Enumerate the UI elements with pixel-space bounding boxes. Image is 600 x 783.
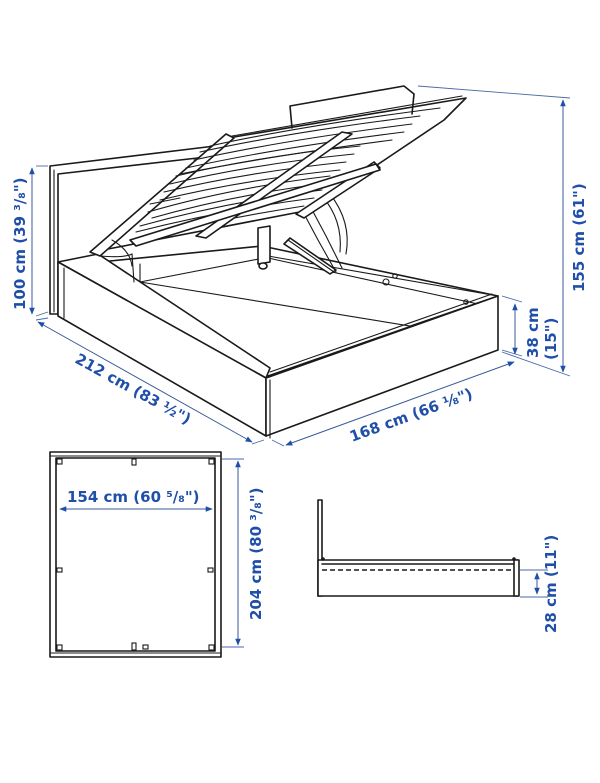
corner-brackets [56,458,215,651]
dimension-frame-height: 38 cm (15") [501,295,560,360]
total-height-label: 155 cm (61") [570,183,588,292]
dimension-storage-depth: 28 cm (11") [520,535,560,633]
dimension-headboard-height: 100 cm (39 ³/₈") [11,165,49,317]
center-support-leg [257,225,271,270]
top-view: 154 cm (60 ⁵/₈") 204 cm (80 ³/₈") [49,451,265,658]
dimension-total-height: 155 cm (61") [417,85,588,377]
dimension-inner-width: 154 cm (60 ⁵/₈") [59,488,213,512]
frame-height-label: 38 cm [524,307,542,358]
inner-length-label: 204 cm (80 ³/₈") [247,487,265,620]
gas-lift-mechanism [283,193,348,275]
headboard-height-label: 100 cm (39 ³/₈") [11,177,29,310]
lifted-slatted-base [89,85,467,283]
side-view: 28 cm (11") [317,499,560,633]
perspective-view: 100 cm (39 ³/₈") 155 cm (61") 38 cm (15"… [11,85,588,447]
frame-height-inches-label: (15") [542,318,560,360]
inner-width-label: 154 cm (60 ⁵/₈") [67,488,200,506]
dimension-inner-length: 204 cm (80 ³/₈") [222,458,265,648]
storage-depth-label: 28 cm (11") [542,535,560,633]
